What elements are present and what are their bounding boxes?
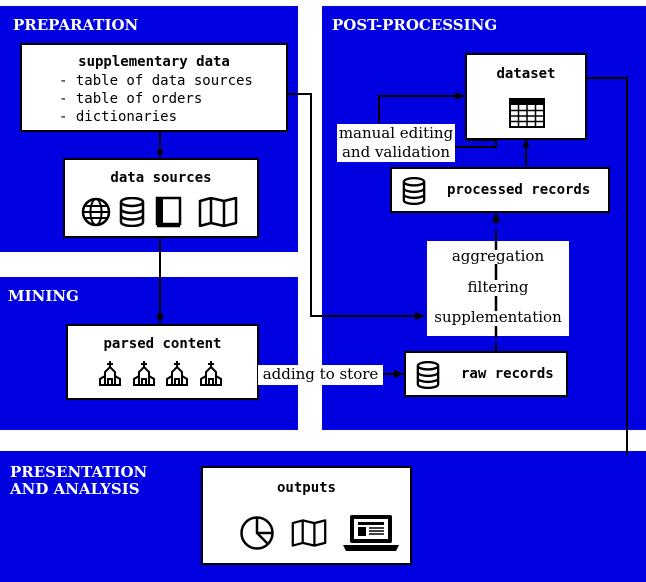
church-icon xyxy=(99,361,121,386)
church-icon xyxy=(133,361,155,386)
database-icon xyxy=(119,197,145,227)
arrow-to-dataset xyxy=(378,92,465,123)
supplementary-data-box: supplementary data - table of data sourc… xyxy=(20,43,288,132)
supplementary-item: - table of data sources xyxy=(59,73,253,89)
mining-title: MINING xyxy=(8,287,79,305)
arrow-manual-editing xyxy=(454,139,497,148)
processed-records-title: processed records xyxy=(447,182,591,198)
parsed-content-title: parsed content xyxy=(103,336,222,352)
parsed-content-box: parsed content xyxy=(66,324,259,400)
church-icon xyxy=(166,361,188,386)
adding-to-store-label: adding to store xyxy=(258,365,383,385)
outputs-box: outputs xyxy=(201,466,412,565)
line-dataset-to-outputs xyxy=(586,77,628,455)
processed-records-box: processed records xyxy=(390,167,610,213)
supplementary-item: - table of orders xyxy=(59,91,203,107)
map-icon xyxy=(198,197,238,227)
presentation-title: PRESENTATION AND ANALYSIS xyxy=(10,463,148,498)
database-icon xyxy=(416,361,440,389)
raw-records-title: raw records xyxy=(461,366,554,382)
supplementation-label: supplementation xyxy=(434,308,562,326)
globe-icon xyxy=(81,197,111,227)
dataset-box: dataset xyxy=(465,53,587,140)
post-processing-title: POST-PROCESSING xyxy=(332,16,498,34)
map-icon xyxy=(291,519,327,547)
supplementary-item: - dictionaries xyxy=(59,109,178,125)
supplementary-data-title: supplementary data xyxy=(78,54,230,70)
filtering-label: filtering xyxy=(467,278,529,296)
data-sources-title: data sources xyxy=(110,170,212,186)
raw-records-box: raw records xyxy=(404,351,568,397)
church-icon xyxy=(200,361,222,386)
processing-steps-label: aggregation filtering supplementation xyxy=(427,241,569,336)
book-icon xyxy=(155,196,182,228)
laptop-icon xyxy=(343,515,399,551)
pie-chart-icon xyxy=(240,516,274,550)
preparation-title: PREPARATION xyxy=(13,16,139,34)
database-icon xyxy=(402,177,426,205)
manual-editing-label: manual editing and validation xyxy=(337,124,455,162)
aggregation-label: aggregation xyxy=(451,247,545,265)
data-sources-box: data sources xyxy=(63,158,259,238)
table-icon xyxy=(509,98,545,128)
arrow-supp-to-supplementation xyxy=(287,93,425,320)
dataset-title: dataset xyxy=(496,66,556,82)
outputs-title: outputs xyxy=(276,480,336,496)
